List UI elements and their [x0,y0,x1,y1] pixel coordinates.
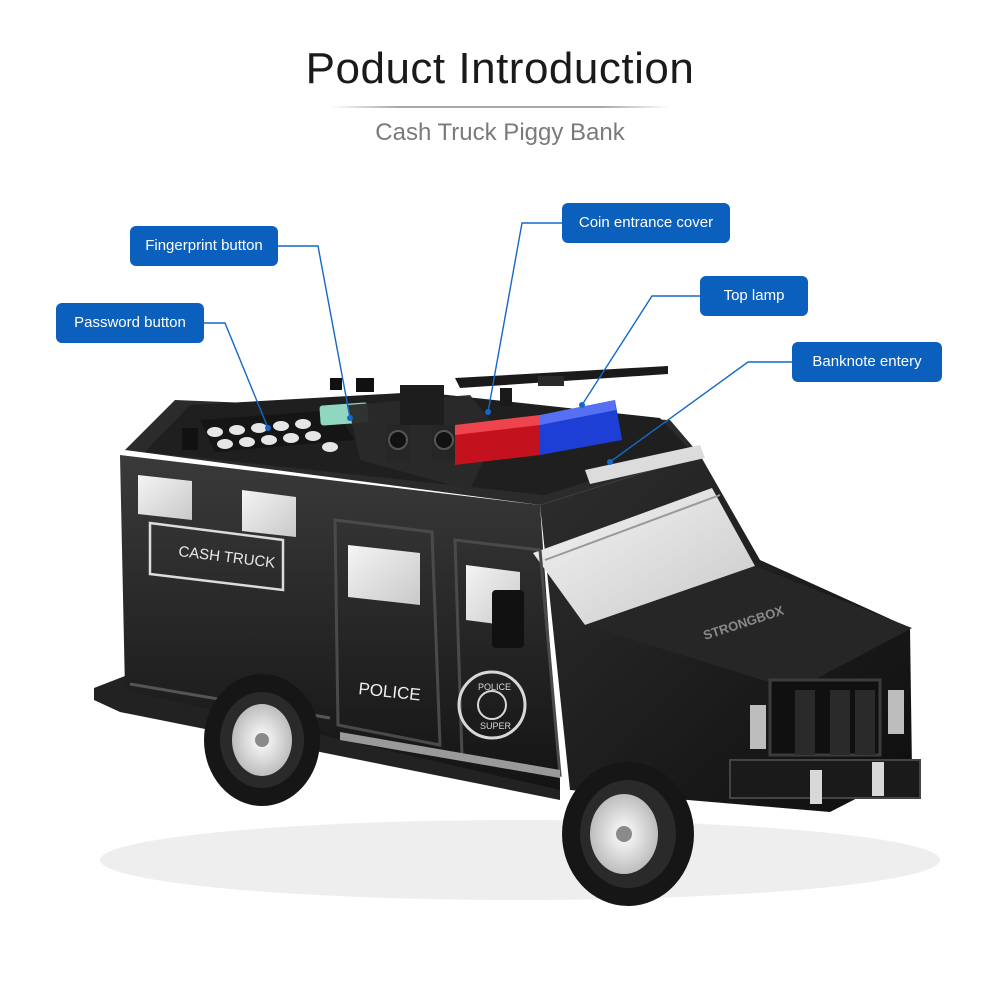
password-keypad [200,410,355,452]
top-lamp [455,400,622,465]
side-window-1 [138,475,192,520]
front-bumper [729,759,921,799]
fingerprint-button-callout: Fingerprint button [130,226,278,266]
headlight-right [888,690,904,734]
police-badge [457,670,527,740]
page-subtitle: Cash Truck Piggy Bank [375,119,625,146]
top-lamp-callout: Top lamp [700,276,808,316]
title-divider [330,106,670,108]
badge-bottom-text: SUPER [480,721,512,731]
side-window-2 [242,490,296,537]
headlight-left [750,705,766,749]
side-mirror [492,590,524,648]
coin-entrance-cover-callout: Coin entrance cover [562,203,730,243]
banknote-entry-callout: Banknote entery [792,342,942,382]
ground-shadow [100,820,940,900]
badge-top-text: POLICE [478,682,511,692]
turret [386,385,456,461]
coin-entrance-cover [348,395,498,490]
roof-gun [455,366,668,406]
rear-wheel [204,674,320,806]
password-button-callout: Password button [56,303,204,343]
callout-leader-lines [204,222,792,463]
front-wheel [562,762,694,906]
side-chrome-strip [340,732,560,778]
windshield [533,488,755,625]
side-door-rear [333,518,442,747]
truck-hood [585,566,912,690]
banknote-slot [585,445,705,484]
cash-truck-panel [148,521,285,592]
page-title: Poduct Introduction [305,44,695,93]
side-window-3 [348,545,420,605]
